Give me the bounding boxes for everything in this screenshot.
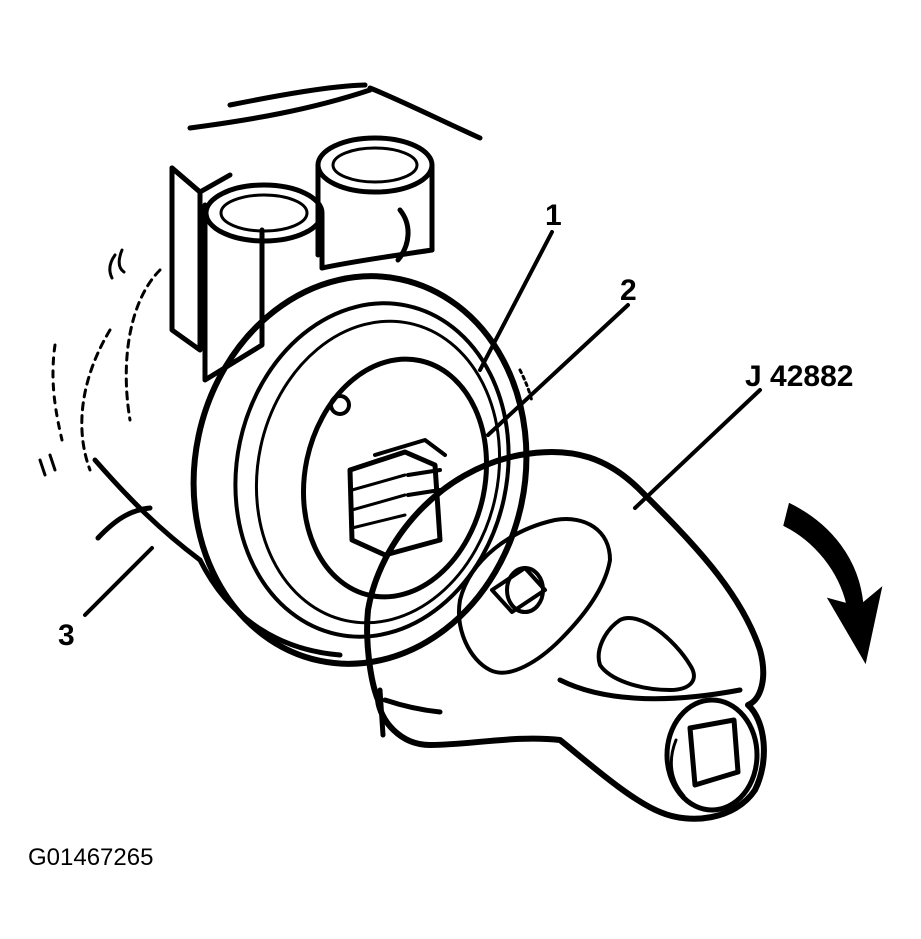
mounting-boss-left (169, 165, 325, 383)
splined-shaft (347, 438, 447, 558)
square-drive-socket (664, 697, 760, 813)
tool-callout: J 42882 (745, 360, 853, 393)
callout-3: 3 (58, 619, 75, 652)
flange-housing (190, 273, 530, 667)
tool-j42882 (364, 449, 767, 822)
mounting-boss-right (315, 135, 435, 271)
leader-lines (83, 230, 762, 617)
tool-pin (490, 566, 547, 614)
figure-code: G01467265 (28, 844, 153, 871)
housing-outline (38, 82, 483, 563)
callout-2: 2 (620, 274, 637, 307)
callout-1: 1 (545, 199, 562, 232)
clockwise-arrow-icon (783, 502, 883, 665)
